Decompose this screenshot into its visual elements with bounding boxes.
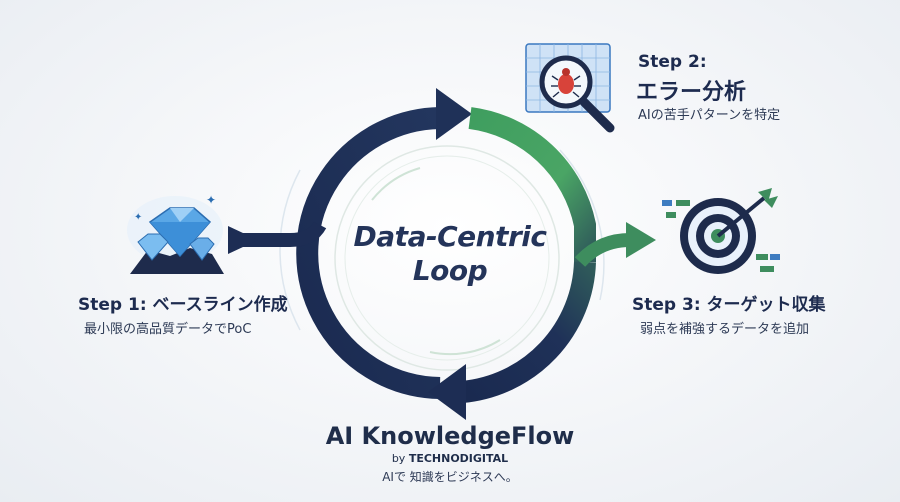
step2-subtitle: AIの苦手パターンを特定	[638, 108, 781, 123]
step1-subtitle: 最小限の高品質データでPoC	[84, 322, 252, 337]
diamond-icon: ✦ ✦	[120, 190, 230, 274]
bottom-arrowhead	[428, 364, 466, 420]
step2-title-line2: エラー分析	[636, 80, 747, 105]
svg-text:✦: ✦	[206, 193, 216, 207]
svg-text:✦: ✦	[134, 212, 142, 223]
step1-connector	[232, 221, 327, 247]
step3-connector	[574, 233, 631, 267]
loop-title-line1: Data-Centric	[353, 220, 547, 253]
right-loop-arc	[468, 107, 596, 262]
outer-arc-2	[279, 169, 301, 331]
inner-arc-accent-2	[429, 339, 501, 356]
inner-arc-accent	[371, 167, 421, 201]
step3-subtitle: 弱点を補強するデータを追加	[640, 322, 810, 337]
loop-title-line2: Loop	[412, 254, 488, 287]
bottom-loop-arc	[460, 261, 596, 403]
inner-ring-2	[344, 155, 550, 361]
inner-ring	[334, 145, 560, 371]
brand-company: TECHNODIGITAL	[408, 452, 509, 465]
brand-by-label: by	[391, 452, 406, 465]
step3-title: Step 3: ターゲット収集	[632, 295, 826, 315]
step1-connector-head	[228, 226, 258, 254]
brand-byline: by TECHNODIGITAL	[300, 452, 600, 465]
target-arrow-icon	[660, 186, 790, 278]
outer-arc	[559, 149, 605, 301]
step1-title: Step 1: ベースライン作成	[78, 295, 288, 315]
step2-title-line1: Step 2:	[638, 52, 707, 72]
brand-name: AI KnowledgeFlow	[325, 422, 575, 450]
step3-connector-head	[626, 222, 656, 258]
brand-tagline: AIで 知識をビジネスへ。	[382, 470, 518, 484]
left-loop-arc	[296, 107, 441, 399]
bug-magnifier-icon	[522, 42, 622, 138]
top-arrowhead	[436, 88, 472, 140]
